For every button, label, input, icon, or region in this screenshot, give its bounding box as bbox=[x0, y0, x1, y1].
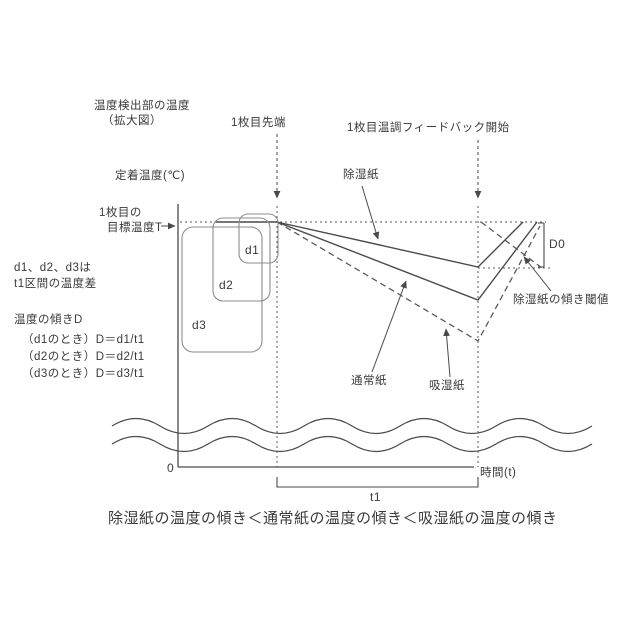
normal-label-arrow bbox=[371, 280, 407, 373]
d3-bracket-rect bbox=[181, 226, 263, 353]
slope-formula-d3: （d3のとき）D＝d3/t1 bbox=[22, 368, 145, 380]
caption: 除湿紙の温度の傾き＜通常紙の温度の傾き＜吸湿紙の温度の傾き bbox=[108, 510, 558, 527]
delta-note-line2: t1区間の温度差 bbox=[14, 278, 97, 290]
figure-title-line1: 温度検出部の温度 bbox=[94, 100, 190, 112]
d1-bracket-rect bbox=[238, 213, 279, 264]
y-axis-label: 定着温度(℃) bbox=[115, 170, 186, 182]
moist-paper-curve-dashed bbox=[276, 221, 541, 342]
threshold-label: 除湿紙の傾き閾値 bbox=[513, 294, 609, 306]
moist-paper-label: 吸湿紙 bbox=[429, 380, 465, 392]
t1-bracket bbox=[276, 477, 479, 488]
normal-paper-label: 通常紙 bbox=[351, 375, 387, 387]
first-sheet-edge-label: 1枚目先端 bbox=[231, 117, 286, 129]
slope-formula-d1: （d1のとき）D＝d1/t1 bbox=[22, 334, 145, 346]
axis-break-wave-lower bbox=[111, 435, 593, 453]
slope-formula-d2: （d2のとき）D＝d2/t1 bbox=[22, 351, 145, 363]
figure-title-line2: （拡大図） bbox=[102, 115, 162, 127]
axis-break-wave-upper bbox=[111, 417, 593, 435]
target-temp-label-line2: 目標温度T bbox=[107, 222, 163, 234]
dehumidified-paper-curve bbox=[276, 221, 524, 268]
d3-label: d3 bbox=[192, 318, 207, 332]
moist-label-arrow bbox=[443, 328, 451, 378]
d2-bracket-rect bbox=[212, 217, 271, 302]
origin-label: 0 bbox=[167, 461, 175, 475]
normal-paper-curve bbox=[276, 221, 538, 301]
target-temp-label-line1: 1枚目の bbox=[99, 207, 142, 219]
threshold-label-arrow bbox=[523, 256, 552, 292]
time-axis-label: 時間(t) bbox=[480, 467, 517, 479]
d1-label: d1 bbox=[245, 243, 260, 257]
d2-label: d2 bbox=[219, 278, 234, 292]
delta-note-line1: d1、d2、d3は bbox=[14, 262, 92, 274]
feedback-start-label: 1枚目温調フィードバック開始 bbox=[347, 122, 510, 134]
dehumidified-label-arrow bbox=[361, 185, 380, 240]
slope-heading: 温度の傾きD bbox=[14, 314, 83, 326]
t1-label: t1 bbox=[370, 490, 382, 504]
d0-label: D0 bbox=[549, 237, 566, 251]
threshold-dashed-line bbox=[480, 221, 543, 269]
d0-bracket bbox=[538, 222, 545, 268]
dehumidified-paper-label: 除湿紙 bbox=[343, 169, 379, 181]
